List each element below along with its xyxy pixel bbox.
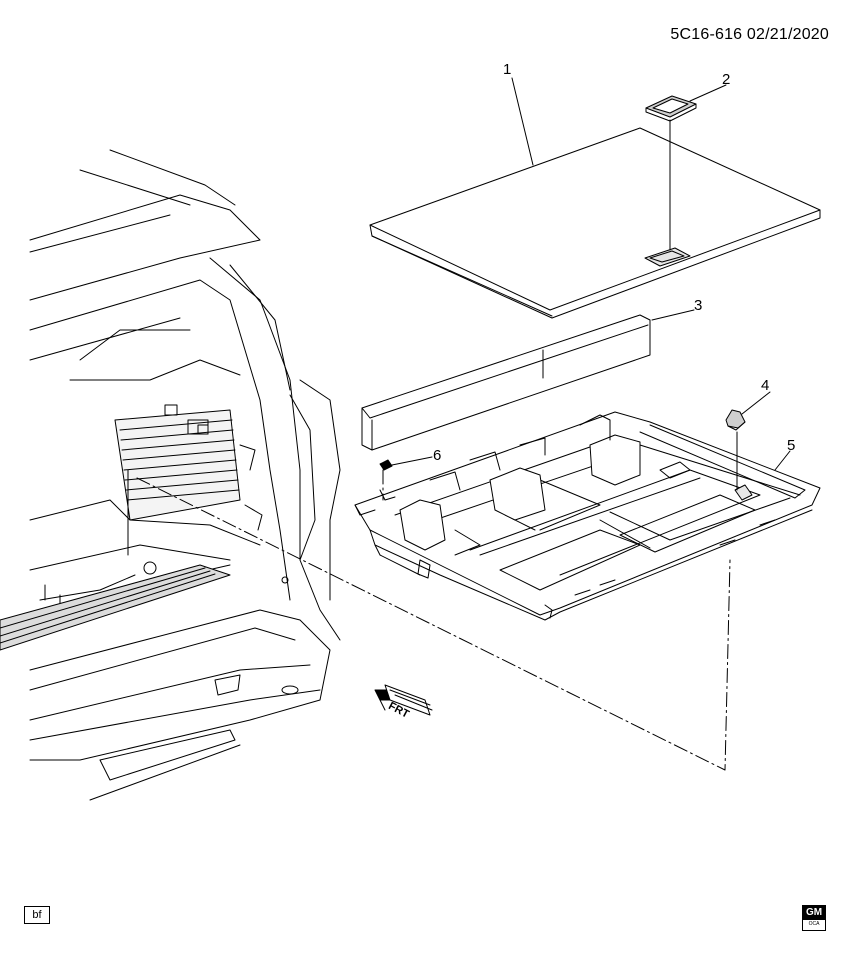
callout-4: 4 [761,377,770,394]
callout-6: 6 [433,447,442,464]
installation-path [136,469,731,771]
gm-logo-subtext: OCA [808,921,820,927]
cargo-floor-panel [369,127,821,319]
callout-5: 5 [787,437,796,454]
footer-code: bf [24,906,50,924]
diagram-reference: 5C16-616 02/21/2020 [670,26,829,43]
callout-2: 2 [722,71,731,88]
callout-3: 3 [694,297,703,314]
callout-1: 1 [503,61,512,78]
storage-tray [354,411,821,621]
gm-logo: GM OCA [802,905,826,931]
trim-panel [361,314,651,451]
front-arrow-icon [374,684,433,716]
gm-logo-text: GM [803,906,825,920]
fastener-knob [725,409,746,431]
leader-lines [391,77,791,491]
vehicle-rear-outline [0,149,341,801]
handle [645,95,697,122]
clip [379,459,393,471]
